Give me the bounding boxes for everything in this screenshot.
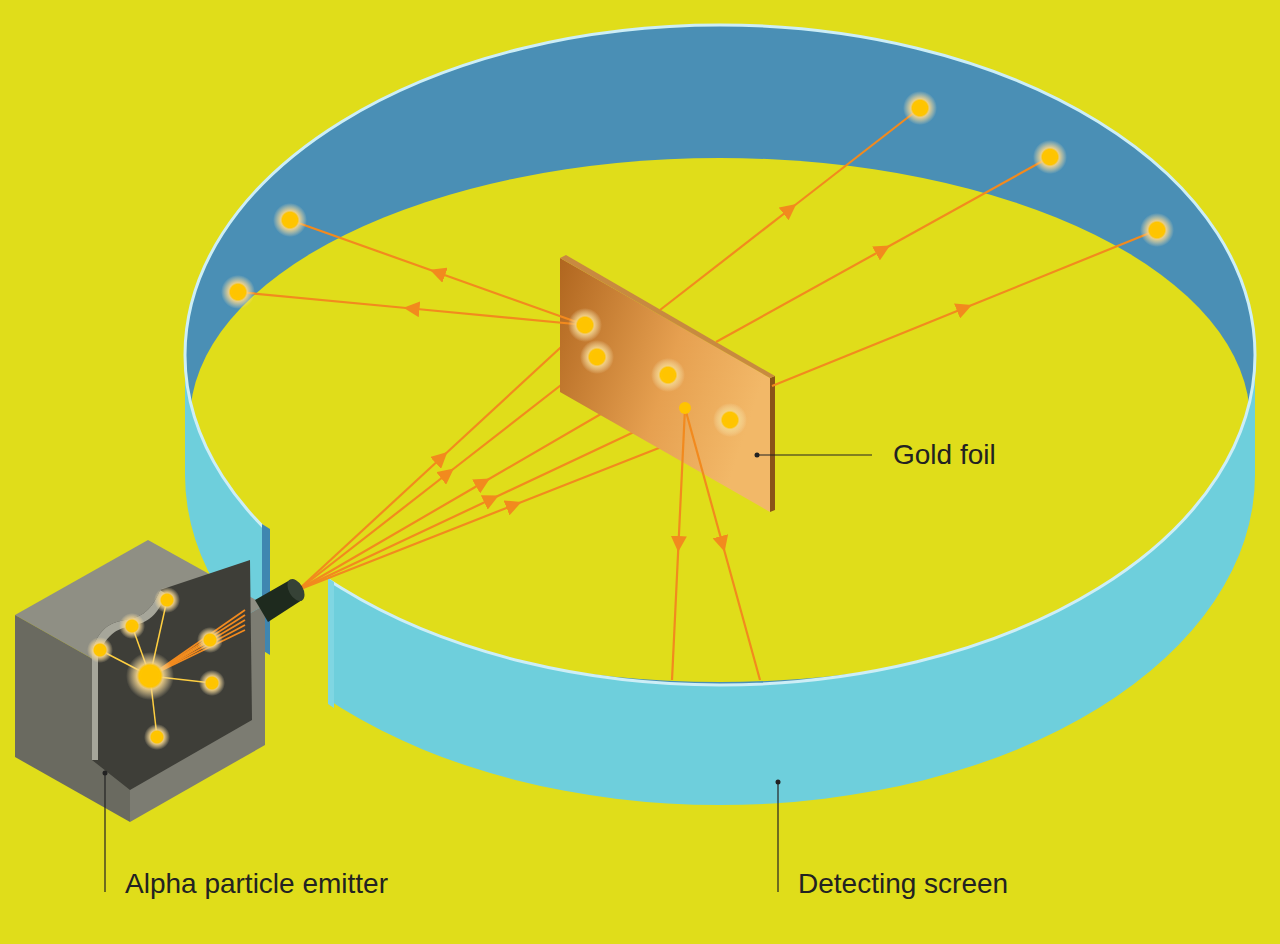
impact-dot (1140, 213, 1174, 247)
particle (163, 596, 171, 604)
impact-dot (1033, 140, 1067, 174)
alpha-ray (685, 408, 760, 680)
particle (141, 667, 159, 685)
dot-glow (580, 340, 614, 374)
particle (153, 733, 161, 741)
alpha-ray (772, 230, 1157, 386)
alpha-ray (298, 408, 685, 590)
dot-core (679, 402, 691, 414)
dot-core (1151, 224, 1163, 236)
dot-core (591, 351, 603, 363)
particle-glow (144, 724, 170, 750)
part-label: Alpha particle emitter (125, 869, 388, 900)
particle-glow (126, 652, 174, 700)
particle (208, 679, 216, 687)
rays-out (238, 108, 1157, 680)
dot-glow (1140, 213, 1174, 247)
dot-glow (713, 403, 747, 437)
rays-in (298, 325, 730, 590)
particle-glow (199, 670, 225, 696)
impact-dots (221, 91, 1174, 437)
gap-edge (328, 578, 334, 708)
radioactive-source (87, 587, 245, 750)
dot-glow (568, 308, 602, 342)
leader-line (104, 773, 105, 892)
dot-glow (273, 203, 307, 237)
foil-edge (770, 376, 775, 512)
impact-dot (651, 358, 685, 392)
alpha-ray (716, 157, 1050, 342)
screen-outer-wall (185, 355, 1255, 805)
alpha-ray (290, 220, 585, 325)
particle (96, 646, 104, 654)
alpha-ray (298, 325, 585, 590)
dot-core (724, 414, 736, 426)
dot-core (662, 369, 674, 381)
dot-core (1044, 151, 1056, 163)
particle-glow (197, 627, 223, 653)
impact-dot (273, 203, 307, 237)
screen-gap (268, 528, 330, 705)
screen-inner-wall (185, 25, 1255, 685)
dot-core (579, 319, 591, 331)
screen-rim (185, 25, 1255, 685)
dot-glow (221, 275, 255, 309)
dot-glow (1033, 140, 1067, 174)
part-label: Gold foil (893, 440, 996, 471)
particle-glow (87, 637, 113, 663)
leader-line (777, 782, 778, 892)
alpha-ray (672, 408, 685, 680)
alpha-ray (238, 292, 585, 325)
dot-core (232, 286, 244, 298)
gold-foil (560, 258, 770, 512)
part-label: Detecting screen (798, 869, 1008, 900)
particle (206, 636, 214, 644)
nozzle-opening (284, 576, 308, 604)
emitter-cutout (92, 560, 252, 790)
particle-glow (154, 587, 180, 613)
impact-dot (713, 403, 747, 437)
dot-glow (903, 91, 937, 125)
impact-dot (568, 308, 602, 342)
particle (128, 622, 136, 630)
leader-line (757, 454, 872, 455)
impact-dot (903, 91, 937, 125)
impact-dot (221, 275, 255, 309)
dot-glow (651, 358, 685, 392)
dot-core (284, 214, 296, 226)
impact-dot (580, 340, 614, 374)
particle-glow (119, 613, 145, 639)
alpha-ray (660, 108, 920, 310)
dot-core (914, 102, 926, 114)
alpha-ray (298, 357, 597, 590)
